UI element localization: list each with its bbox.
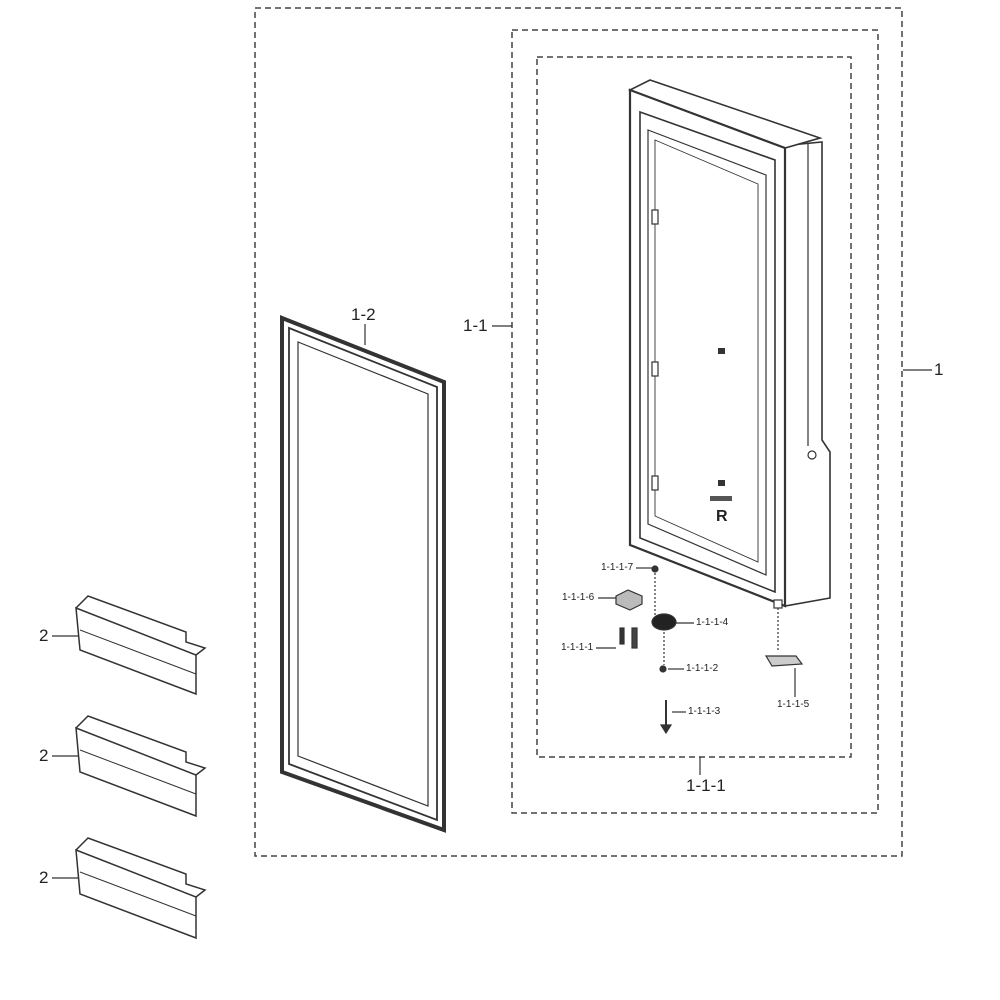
bracket-1-1-1-6 (615, 589, 643, 611)
guard-top-lip (79, 629, 197, 675)
gasket-mid (288, 326, 438, 822)
door-assembly (627, 79, 831, 609)
door-clip-2 (651, 361, 659, 377)
label-part-1-1-1-5: 1-1-1-5 (777, 699, 810, 710)
label-part-1-1-1-4: 1-1-1-4 (696, 617, 729, 628)
door-guard-top (75, 595, 207, 696)
guard-bottom-body (75, 848, 197, 940)
guard-middle-lip (79, 749, 197, 795)
guard-bottom-lip (79, 871, 197, 917)
label-hinge-assy: 1-1-1 (686, 776, 726, 795)
door-liner-inner-2 (654, 139, 759, 563)
hinge-parts (615, 565, 804, 735)
label-part-1-1-1-2: 1-1-1-2 (686, 663, 719, 674)
label-part-1-1-1-3: 1-1-1-3 (688, 706, 721, 717)
assembly-1-1-boundary (511, 29, 879, 814)
screw-1-1-1-2 (659, 665, 667, 673)
assembly-1-1-1-boundary (536, 56, 852, 758)
door-guard-middle (75, 715, 207, 818)
door-clip-3 (651, 475, 659, 491)
guard-middle-body (75, 726, 197, 818)
label-door-assy: 1-1 (463, 316, 488, 335)
door-liner-inner (647, 129, 767, 576)
assembly-1-boundary (254, 7, 903, 857)
label-part-1-1-1-6: 1-1-1-6 (562, 592, 595, 603)
gasket-inner (297, 341, 429, 807)
door-gasket (280, 315, 446, 833)
door-bottom-boss (773, 599, 783, 609)
guard-middle-rim (75, 715, 207, 776)
label-gasket: 1-2 (351, 305, 376, 324)
label-part-1-1-1-7: 1-1-1-7 (601, 562, 634, 573)
label-part-1-1-1-1: 1-1-1-1 (561, 642, 594, 653)
door-guards (75, 595, 207, 940)
pin-1-1-1-1 (619, 627, 625, 645)
door-badge (710, 496, 732, 501)
door-hinge-pin (807, 450, 817, 460)
guard-bottom-rim (75, 837, 207, 898)
stopper-pin (631, 627, 638, 649)
door-clip-1 (651, 209, 659, 225)
door-marking: R (716, 508, 728, 525)
gasket-outer (280, 315, 446, 833)
guard-top-rim (75, 595, 207, 656)
door-dot-1 (718, 348, 725, 354)
label-assembly: 1 (934, 360, 944, 379)
rod-tip (659, 724, 673, 735)
cap-1-1-1-5 (764, 655, 804, 667)
label-guard-middle: 2 (39, 746, 49, 765)
label-guard-bottom: 2 (39, 868, 49, 887)
door-guard-bottom (75, 837, 207, 940)
label-guard-top: 2 (39, 626, 49, 645)
door-side-panel (779, 141, 831, 607)
cam-1-1-1-4 (651, 613, 677, 631)
door-dot-2 (718, 480, 725, 486)
screw-1-1-1-7 (651, 565, 659, 573)
